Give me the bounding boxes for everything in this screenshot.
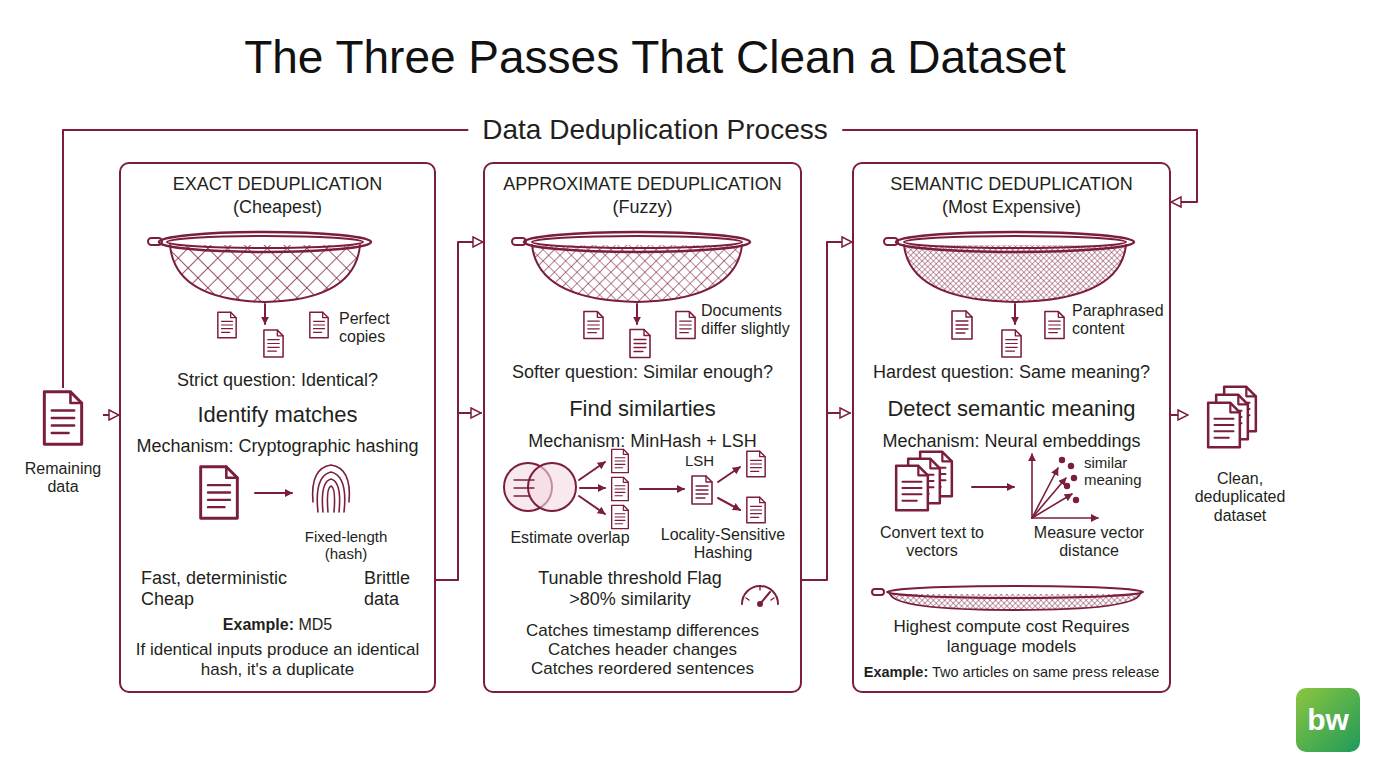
detail-text: Brittle data: [364, 568, 432, 609]
mechanism: Mechanism: Neural embeddings: [854, 431, 1169, 452]
flat-sieve: [872, 586, 1143, 610]
question: Strict question: Identical?: [121, 370, 434, 391]
example-tag: Example:: [864, 664, 928, 680]
document-icon: [692, 476, 712, 504]
fingerprint-icon: [313, 465, 350, 512]
example-text: Two articles on same press release: [928, 664, 1159, 680]
gauge-icon: [742, 586, 778, 606]
flow-arrow: [63, 130, 1197, 388]
step-heading: Find similarties: [485, 396, 800, 421]
output-note: Perfect copies: [339, 310, 431, 347]
detail-text: Estimate overlap: [495, 529, 645, 547]
detail-text: Catches timestamp differences: [485, 621, 800, 641]
flow-arrow: [103, 414, 119, 416]
detail-text: LSH: [685, 452, 725, 469]
detail-text: Fixed-length (hash): [291, 528, 401, 563]
node-label: Clean, deduplicated dataset: [1188, 470, 1292, 525]
pass-panel: EXACT DEDUPLICATION(Cheapest) Perfect cop…: [119, 162, 436, 693]
example-text: MD5: [294, 616, 332, 633]
node-label: Remaining data: [23, 460, 103, 497]
venn-diagram: [504, 463, 576, 511]
detail-text: Highest compute cost Requires language m…: [872, 617, 1151, 656]
detail-text: Example: MD5: [121, 616, 434, 634]
cost-tag: (Fuzzy): [485, 197, 800, 218]
output-note: Documents differ slightly: [701, 302, 801, 339]
cost-tag: (Cheapest): [121, 197, 434, 218]
detail-text: Locality-Sensitive Hashing: [648, 526, 798, 563]
step-heading: Identify matches: [121, 402, 434, 427]
process-label: Data Deduplication Process: [468, 114, 842, 146]
cost-tag: (Most Expensive): [854, 197, 1169, 218]
document-icon: [896, 466, 928, 510]
mechanism: Mechanism: MinHash + LSH: [485, 431, 800, 452]
input-data: Remaining data: [23, 388, 103, 500]
branch-arrow: [458, 412, 481, 414]
logo-text: bw: [1296, 688, 1360, 752]
example-tag: Example:: [223, 616, 294, 633]
detail-text: Fast, deterministic Cheap: [141, 568, 309, 609]
document-icon: [1208, 403, 1240, 447]
question: Softer question: Similar enough?: [485, 362, 800, 383]
detail-text: Catches reordered sentences: [485, 659, 800, 679]
detail-text: If identical inputs produce an identical…: [133, 640, 422, 679]
pass-panel: SEMANTIC DEDUPLICATION(Most Expensive) Pa…: [852, 162, 1171, 693]
document-icon: [44, 392, 81, 444]
detail-text: Catches header changes: [485, 640, 800, 660]
page-title: The Three Passes That Clean a Dataset: [0, 32, 1310, 83]
detail-text: Example: Two articles on same press rele…: [856, 664, 1167, 681]
detail-text: similar meaning: [1084, 454, 1168, 489]
detail-text: Convert text to vectors: [867, 524, 997, 561]
flow-arrow: [1171, 414, 1188, 416]
pass-title: APPROXIMATE DEDUPLICATION: [485, 174, 800, 195]
pass-panel: APPROXIMATE DEDUPLICATION(Fuzzy) Document…: [483, 162, 802, 693]
step-heading: Detect semantic meaning: [854, 396, 1169, 421]
pass-title: SEMANTIC DEDUPLICATION: [854, 174, 1169, 195]
detail-text: Tunable threshold Flag >80% similarity: [525, 568, 735, 609]
mechanism: Mechanism: Cryptographic hashing: [121, 436, 434, 457]
document-icon: [201, 467, 238, 518]
coarse-sieve: [148, 232, 371, 324]
output-data: Clean, deduplicated dataset: [1188, 383, 1292, 523]
pass-title: EXACT DEDUPLICATION: [121, 174, 434, 195]
logo-badge: [1296, 688, 1360, 752]
detail-text: Measure vector distance: [1019, 524, 1159, 561]
output-note: Paraphrased content: [1072, 302, 1168, 339]
branch-arrow: [827, 412, 850, 414]
flow-arrow: [436, 242, 483, 580]
flow-arrow: [802, 242, 852, 580]
question: Hardest question: Same meaning?: [854, 362, 1169, 383]
